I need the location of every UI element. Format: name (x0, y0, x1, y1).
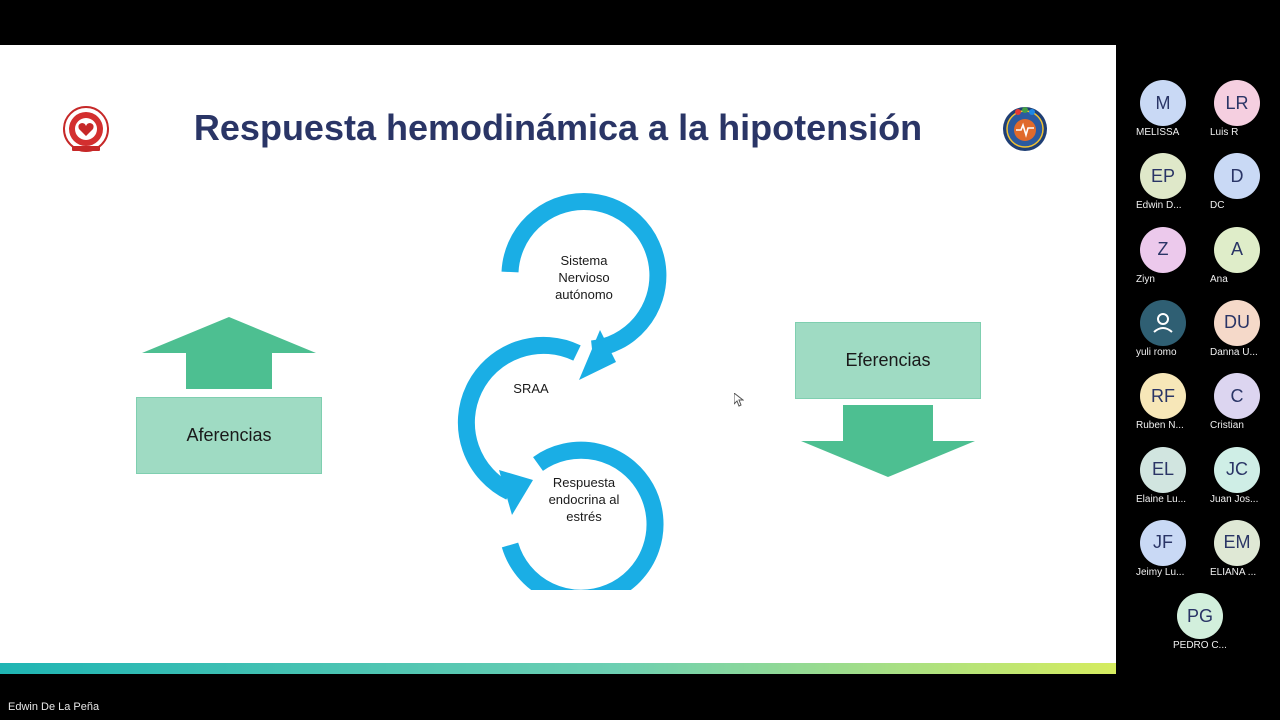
participant-initials: M (1155, 92, 1171, 113)
sna-line-2: Nervioso (558, 270, 610, 285)
participant-initials: JF (1153, 532, 1173, 553)
participant-tile[interactable]: DU Danna U... (1194, 299, 1274, 370)
participant-avatar: JC (1214, 446, 1260, 493)
endo-line-1: Respuesta (552, 475, 616, 490)
sna-line-3: autónomo (555, 287, 613, 302)
participant-initials: EP (1150, 165, 1175, 186)
participant-avatar: JF (1140, 519, 1186, 566)
participant-name: ELIANA ... (1210, 566, 1257, 578)
endo-line-3: estrés (566, 509, 602, 524)
participant-tile[interactable]: JF Jeimy Lu... (1120, 519, 1200, 590)
participant-initials: EL (1151, 459, 1175, 479)
aferencias-label: Aferencias (186, 425, 272, 445)
participant-name: Jeimy Lu... (1136, 566, 1185, 578)
cycle-label-sna: Sistema Nervioso autónomo (529, 252, 639, 303)
institution-logo-left (63, 106, 109, 152)
participant-name: Ziyn (1136, 273, 1155, 285)
participant-avatar: Z (1140, 226, 1186, 273)
participant-tile[interactable]: EP Edwin D... (1120, 153, 1200, 223)
participant-initials: LR (1225, 92, 1249, 113)
sraa-line: SRAA (513, 381, 549, 396)
cycle-label-sraa: SRAA (476, 380, 586, 397)
participant-tile[interactable]: RF Ruben N... (1120, 373, 1200, 443)
participant-avatar: EL (1140, 446, 1186, 493)
participant-name: Juan Jos... (1210, 493, 1259, 505)
participant-name: Elaine Lu... (1136, 493, 1187, 505)
participant-tile[interactable]: yuli romo (1120, 299, 1200, 370)
participant-name: MELISSA (1136, 127, 1180, 138)
participant-tile[interactable]: M MELISSA (1120, 80, 1200, 150)
cycle-arc-sraa (457, 336, 581, 500)
participant-name: yuli romo (1136, 346, 1177, 358)
participant-name: PEDRO C... (1173, 640, 1227, 652)
participant-avatar: A (1214, 226, 1260, 273)
cycle-arc-sna (501, 192, 667, 358)
participant-initials: JC (1226, 459, 1248, 479)
participant-avatar: RF (1140, 373, 1186, 420)
participant-initials: PG (1186, 605, 1213, 626)
participant-avatar: DU (1214, 299, 1260, 346)
institution-logo-right (1002, 106, 1048, 152)
participant-avatar: PG (1177, 593, 1223, 640)
active-speaker-name: Edwin De La Peña (8, 701, 100, 713)
mouse-pointer-icon (734, 393, 744, 407)
aferencias-box: Aferencias (136, 397, 322, 474)
endo-line-2: endocrina al (548, 492, 620, 507)
participant-initials: A (1230, 239, 1243, 260)
participant-name: Cristian (1210, 420, 1244, 432)
participant-initials: EM (1223, 532, 1251, 553)
participant-name: Ruben N... (1136, 420, 1184, 432)
participant-avatar (1140, 299, 1186, 346)
participant-tile[interactable]: C Cristian (1194, 373, 1274, 443)
participant-tile[interactable]: Z Ziyn (1120, 226, 1200, 297)
participant-initials: D (1230, 165, 1244, 186)
participant-avatar: LR (1214, 80, 1260, 126)
participant-tile[interactable]: LR Luis R (1194, 80, 1274, 150)
participant-initials: C (1230, 385, 1244, 406)
presentation-slide: Respuesta hemodinámica a la hipotensión … (0, 45, 1116, 674)
participant-avatar: EM (1214, 519, 1260, 566)
participant-initials: Z (1157, 239, 1169, 260)
slide-title: Respuesta hemodinámica a la hipotensión (193, 107, 923, 148)
participant-tile[interactable]: A Ana (1194, 226, 1274, 297)
participant-initials: RF (1151, 385, 1175, 406)
participant-avatar: C (1214, 373, 1260, 420)
participant-name: Luis R (1210, 127, 1239, 138)
participant-tile[interactable]: PG PEDRO C... (1157, 593, 1237, 663)
participant-tile[interactable]: EM ELIANA ... (1194, 519, 1274, 590)
participant-tile[interactable]: JC Juan Jos... (1194, 446, 1274, 517)
person-icon (1153, 312, 1173, 333)
participant-name: Edwin D... (1136, 200, 1182, 212)
cycle-label-endocrine: Respuesta endocrina al estrés (529, 474, 639, 525)
eferencias-label: Eferencias (845, 350, 931, 370)
participant-initials: DU (1224, 312, 1250, 333)
cycle-diagram (457, 192, 667, 590)
participant-avatar: M (1140, 80, 1186, 126)
participant-name: DC (1210, 200, 1225, 212)
participant-name: Ana (1210, 273, 1228, 285)
down-arrow-icon (801, 405, 975, 477)
eferencias-box: Eferencias (795, 322, 981, 399)
participant-tile[interactable]: EL Elaine Lu... (1120, 446, 1200, 517)
participant-tile[interactable]: D DC (1194, 153, 1274, 223)
sna-line-1: Sistema (560, 253, 608, 268)
participant-name: Danna U... (1210, 346, 1258, 358)
up-arrow-icon (142, 317, 316, 389)
participant-avatar: D (1214, 153, 1260, 200)
cycle-arrowhead-1 (579, 330, 616, 380)
participants-panel: M MELISSA LR Luis R EP Edwin D... D DC Z Ziyn A Ana… (1116, 45, 1280, 674)
participant-avatar: EP (1140, 153, 1186, 200)
cycle-arc-endocrine (501, 441, 664, 590)
slide-footer-bar (0, 663, 1116, 674)
cycle-arrowhead-2 (499, 470, 533, 515)
